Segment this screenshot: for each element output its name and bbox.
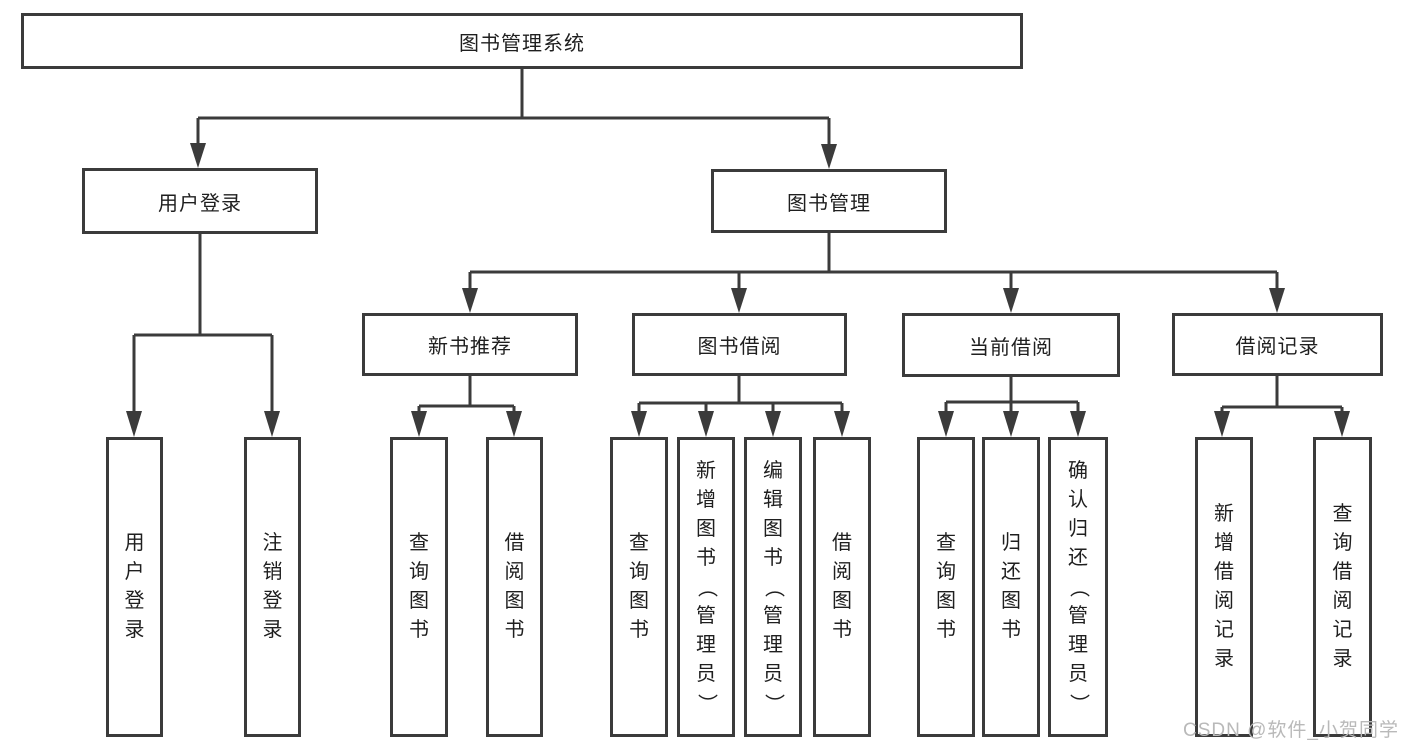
leaf-query-books-recommend: 查询图书 [390, 437, 448, 737]
node-book-management: 图书管理 [711, 169, 947, 233]
leaf-add-borrow-record: 新增借阅记录 [1195, 437, 1253, 737]
node-borrow-records: 借阅记录 [1172, 313, 1383, 376]
node-current-borrow: 当前借阅 [902, 313, 1120, 377]
node-root-library-system: 图书管理系统 [21, 13, 1023, 69]
leaf-user-login: 用户登录 [106, 437, 163, 737]
node-new-book-recommend: 新书推荐 [362, 313, 578, 376]
leaf-edit-books-admin: 编辑图书（管理员） [744, 437, 802, 737]
node-book-borrow: 图书借阅 [632, 313, 847, 376]
csdn-watermark: CSDN @软件_小贺同学 [1183, 720, 1399, 741]
leaf-borrow-books-recommend: 借阅图书 [486, 437, 543, 737]
leaf-return-books: 归还图书 [982, 437, 1040, 737]
leaf-query-books-current: 查询图书 [917, 437, 975, 737]
node-user-login: 用户登录 [82, 168, 318, 234]
leaf-add-books-admin: 新增图书（管理员） [677, 437, 735, 737]
leaf-query-borrow-record: 查询借阅记录 [1313, 437, 1372, 737]
leaf-borrow-books: 借阅图书 [813, 437, 871, 737]
leaf-confirm-return-admin: 确认归还（管理员） [1048, 437, 1108, 737]
leaf-logout: 注销登录 [244, 437, 301, 737]
leaf-query-books-borrow: 查询图书 [610, 437, 668, 737]
